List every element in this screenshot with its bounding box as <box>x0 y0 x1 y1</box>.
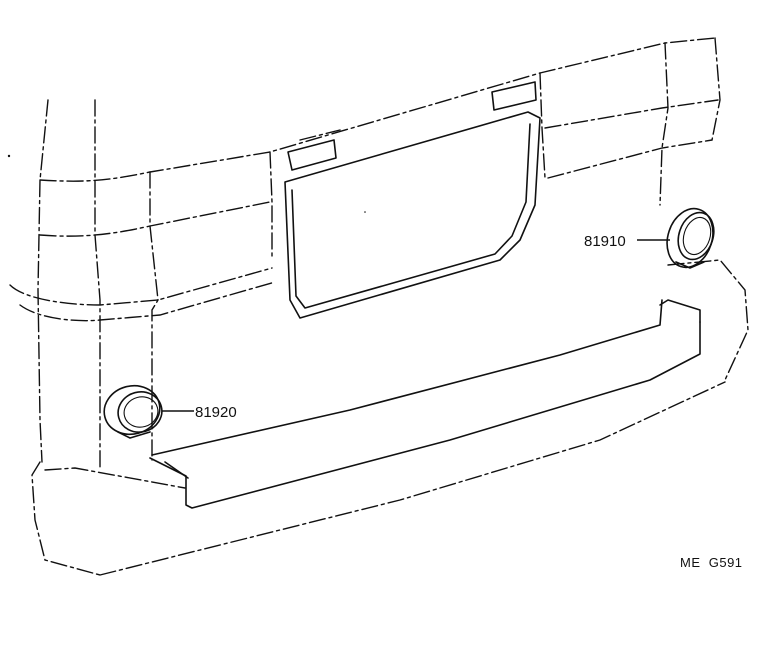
back-door-panel <box>149 81 701 509</box>
reflector-81910 <box>666 207 715 269</box>
ink-mark <box>364 211 366 213</box>
drawing-code: ME G591 <box>680 555 743 570</box>
part-number-81910: 81910 <box>584 233 626 250</box>
body-phantom-outline <box>9 37 749 576</box>
part-number-81920: 81920 <box>195 404 237 421</box>
reflector-81920 <box>103 384 163 439</box>
ink-mark <box>7 154 11 158</box>
